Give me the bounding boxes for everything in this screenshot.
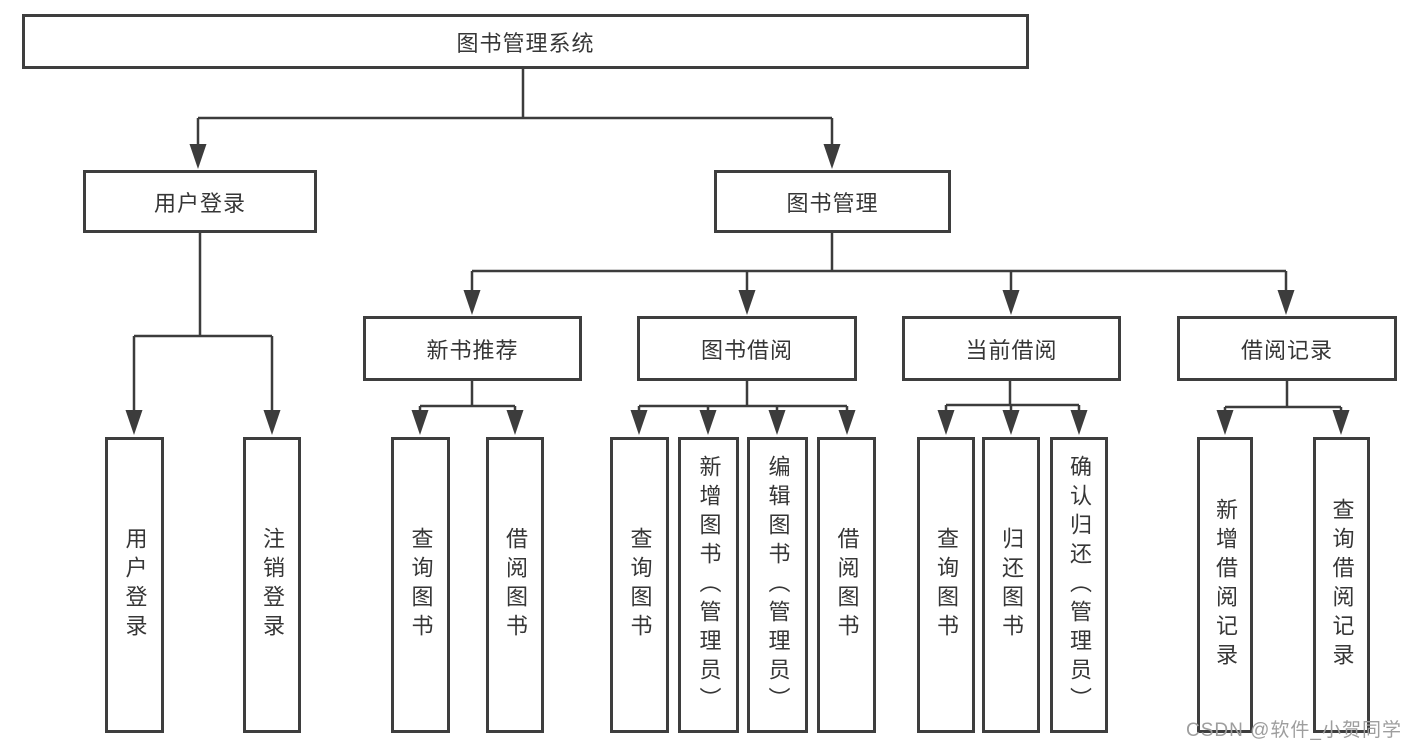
arrowhead (699, 410, 717, 435)
node-edit-books-admin: 编辑图书（管理员） (747, 437, 808, 733)
node-add-borrow-record: 新增借阅记录 (1197, 437, 1253, 733)
arrowhead (1216, 410, 1234, 435)
arrowhead (1070, 410, 1088, 435)
node-book-management: 图书管理 (714, 170, 951, 233)
arrowhead (838, 410, 856, 435)
arrowhead (1002, 410, 1020, 435)
node-label: 新增借阅记录 (1213, 498, 1238, 672)
arrowhead (738, 290, 756, 315)
node-label: 注销登录 (260, 527, 285, 643)
arrowhead (463, 290, 481, 315)
node-label: 新增图书（管理员） (696, 454, 722, 716)
connector-currentborrow-to-children (944, 381, 1081, 412)
node-logout-leaf: 注销登录 (243, 437, 301, 733)
node-borrow-records: 借阅记录 (1177, 316, 1397, 381)
node-confirm-return-admin: 确认归还（管理员） (1050, 437, 1108, 733)
arrowhead (263, 410, 281, 435)
node-query-borrow-record: 查询借阅记录 (1313, 437, 1370, 733)
node-borrow-books-leaf: 借阅图书 (817, 437, 876, 733)
node-label: 用户登录 (122, 527, 148, 643)
connector-borrowrecord-to-children (1223, 381, 1343, 412)
arrowhead (1332, 410, 1350, 435)
node-borrow-books-recommend: 借阅图书 (486, 437, 544, 733)
arrowhead (125, 410, 143, 435)
connector-newbook-to-children (418, 381, 517, 412)
csdn-watermark: CSDN @软件_小贺同学 (1186, 720, 1402, 741)
node-label: 查询图书 (408, 527, 434, 643)
connector-root-to-level2 (196, 69, 834, 146)
node-library-management-system: 图书管理系统 (22, 14, 1029, 69)
node-label: 查询图书 (934, 527, 959, 643)
node-user-login-leaf: 用户登录 (105, 437, 164, 733)
node-label: 确认归还（管理员） (1067, 454, 1092, 716)
node-user-login: 用户登录 (83, 170, 317, 233)
arrowhead (823, 144, 841, 169)
node-label: 查询图书 (627, 527, 653, 643)
arrowhead (411, 410, 429, 435)
node-label: 归还图书 (999, 527, 1024, 643)
arrowhead (1277, 290, 1295, 315)
arrowhead (768, 410, 786, 435)
arrowhead (189, 144, 207, 169)
arrowheads (125, 144, 1350, 435)
node-label: 借阅图书 (503, 527, 528, 643)
node-return-books: 归还图书 (982, 437, 1040, 733)
arrowhead (630, 410, 648, 435)
node-query-books-current: 查询图书 (917, 437, 975, 733)
arrowhead (506, 410, 524, 435)
node-query-books-borrow: 查询图书 (610, 437, 669, 733)
arrowhead (937, 410, 955, 435)
connector-bookborrow-to-children (637, 381, 849, 412)
node-book-borrow: 图书借阅 (637, 316, 857, 381)
node-new-book-recommend: 新书推荐 (363, 316, 582, 381)
node-current-borrow: 当前借阅 (902, 316, 1121, 381)
node-label: 查询借阅记录 (1329, 498, 1355, 672)
node-label: 借阅图书 (834, 527, 860, 643)
connector-userlogin-to-children (132, 233, 274, 412)
node-add-books-admin: 新增图书（管理员） (678, 437, 739, 733)
connector-bookmgmt-to-level3 (470, 233, 1288, 291)
node-label: 编辑图书（管理员） (765, 454, 791, 716)
node-query-books-recommend: 查询图书 (391, 437, 450, 733)
arrowhead (1002, 290, 1020, 315)
